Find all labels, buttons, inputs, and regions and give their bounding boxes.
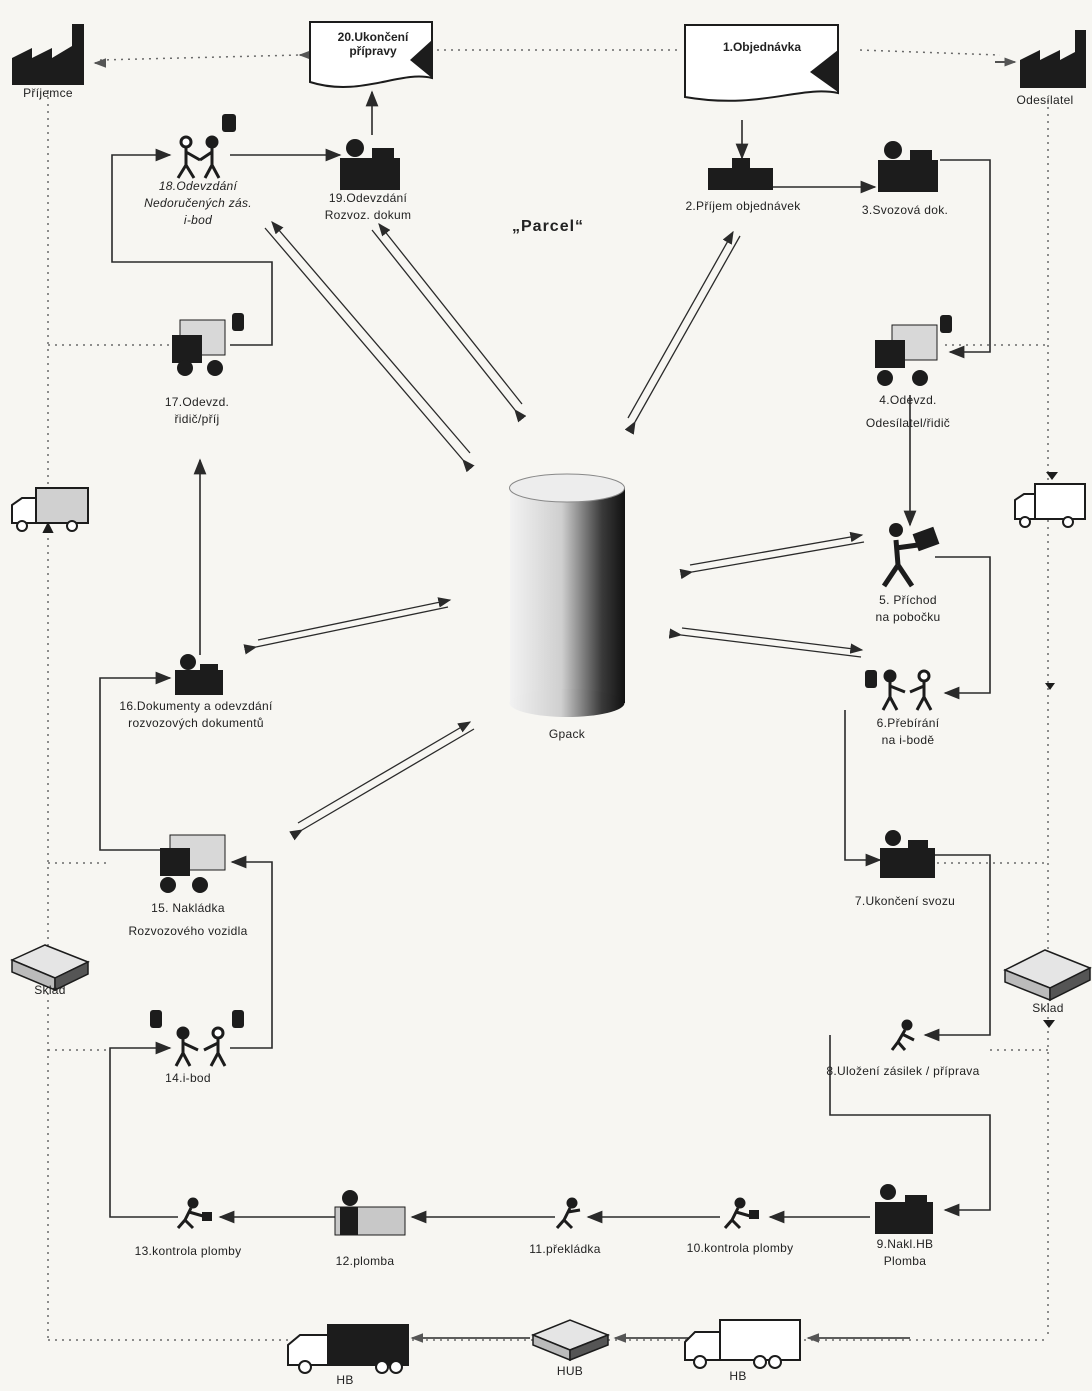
step-2-label: 2.Příjem objednávek bbox=[685, 198, 800, 215]
step-12-label: 12.plomba bbox=[336, 1253, 395, 1270]
factory-icon-recipient bbox=[12, 24, 84, 85]
worker-icon-8 bbox=[892, 1021, 914, 1050]
step-4-label: 4.Odevzd.Odesílatel/řidič bbox=[866, 392, 950, 432]
truck-icon-left bbox=[12, 488, 88, 532]
workstation-icon-3 bbox=[878, 141, 938, 192]
document-icon-order bbox=[685, 25, 838, 101]
truck-hb-right-label: HB bbox=[729, 1368, 746, 1385]
handover-icon-14 bbox=[150, 1010, 244, 1066]
workstation-icon-16 bbox=[175, 654, 223, 695]
factory-icon-sender bbox=[995, 30, 1086, 88]
handover-icon-6 bbox=[865, 670, 931, 710]
doc-order-label: 1.Objednávka bbox=[692, 40, 832, 54]
diagram-title: „Parcel“ bbox=[512, 218, 584, 236]
warehouse-left-label: Sklad bbox=[34, 982, 66, 999]
hub-icon bbox=[533, 1320, 608, 1360]
step-14-label: 14.i-bod bbox=[165, 1070, 211, 1087]
database-label: Gpack bbox=[549, 726, 585, 743]
step-17-label: 17.Odevzd.řidič/příj bbox=[165, 394, 229, 428]
desk-icon-2 bbox=[708, 158, 773, 190]
database-cylinder-icon bbox=[510, 474, 626, 717]
worker-icon-11 bbox=[557, 1199, 580, 1228]
hub-label: HUB bbox=[557, 1363, 583, 1380]
step-13-label: 13.kontrola plomby bbox=[135, 1243, 242, 1260]
doc-end-prep-label: 20.Ukončení přípravy bbox=[318, 30, 428, 58]
truck-hb-left-label: HB bbox=[336, 1372, 353, 1389]
recipient-label: Příjemce bbox=[23, 85, 73, 102]
sender-label: Odesílatel bbox=[1016, 92, 1073, 109]
workstation-icon-19 bbox=[340, 139, 400, 190]
step-3-label: 3.Svozová dok. bbox=[862, 202, 948, 219]
workstation-icon-7 bbox=[880, 830, 935, 878]
forklift-icon-4 bbox=[875, 315, 952, 386]
truck-icon-right bbox=[1015, 472, 1085, 527]
step-7-label: 7.Ukončení svozu bbox=[855, 893, 955, 910]
truck-icon-hb-right bbox=[685, 1320, 800, 1368]
worker-icon-13 bbox=[178, 1199, 212, 1228]
truck-icon-hb-left bbox=[288, 1325, 408, 1373]
warehouse-right-label: Sklad bbox=[1032, 1000, 1064, 1017]
workstation-icon-12 bbox=[335, 1190, 405, 1235]
workstation-icon-9 bbox=[875, 1184, 933, 1234]
forklift-icon-15 bbox=[160, 835, 225, 893]
step-10-label: 10.kontrola plomby bbox=[687, 1240, 794, 1257]
step-8-label: 8.Uložení zásilek / příprava bbox=[826, 1063, 979, 1080]
walking-person-icon bbox=[884, 523, 939, 586]
warehouse-icon-right bbox=[1005, 683, 1090, 1028]
step-11-label: 11.překládka bbox=[529, 1241, 600, 1258]
worker-icon-10 bbox=[725, 1199, 759, 1228]
handover-icon-18 bbox=[178, 114, 236, 178]
